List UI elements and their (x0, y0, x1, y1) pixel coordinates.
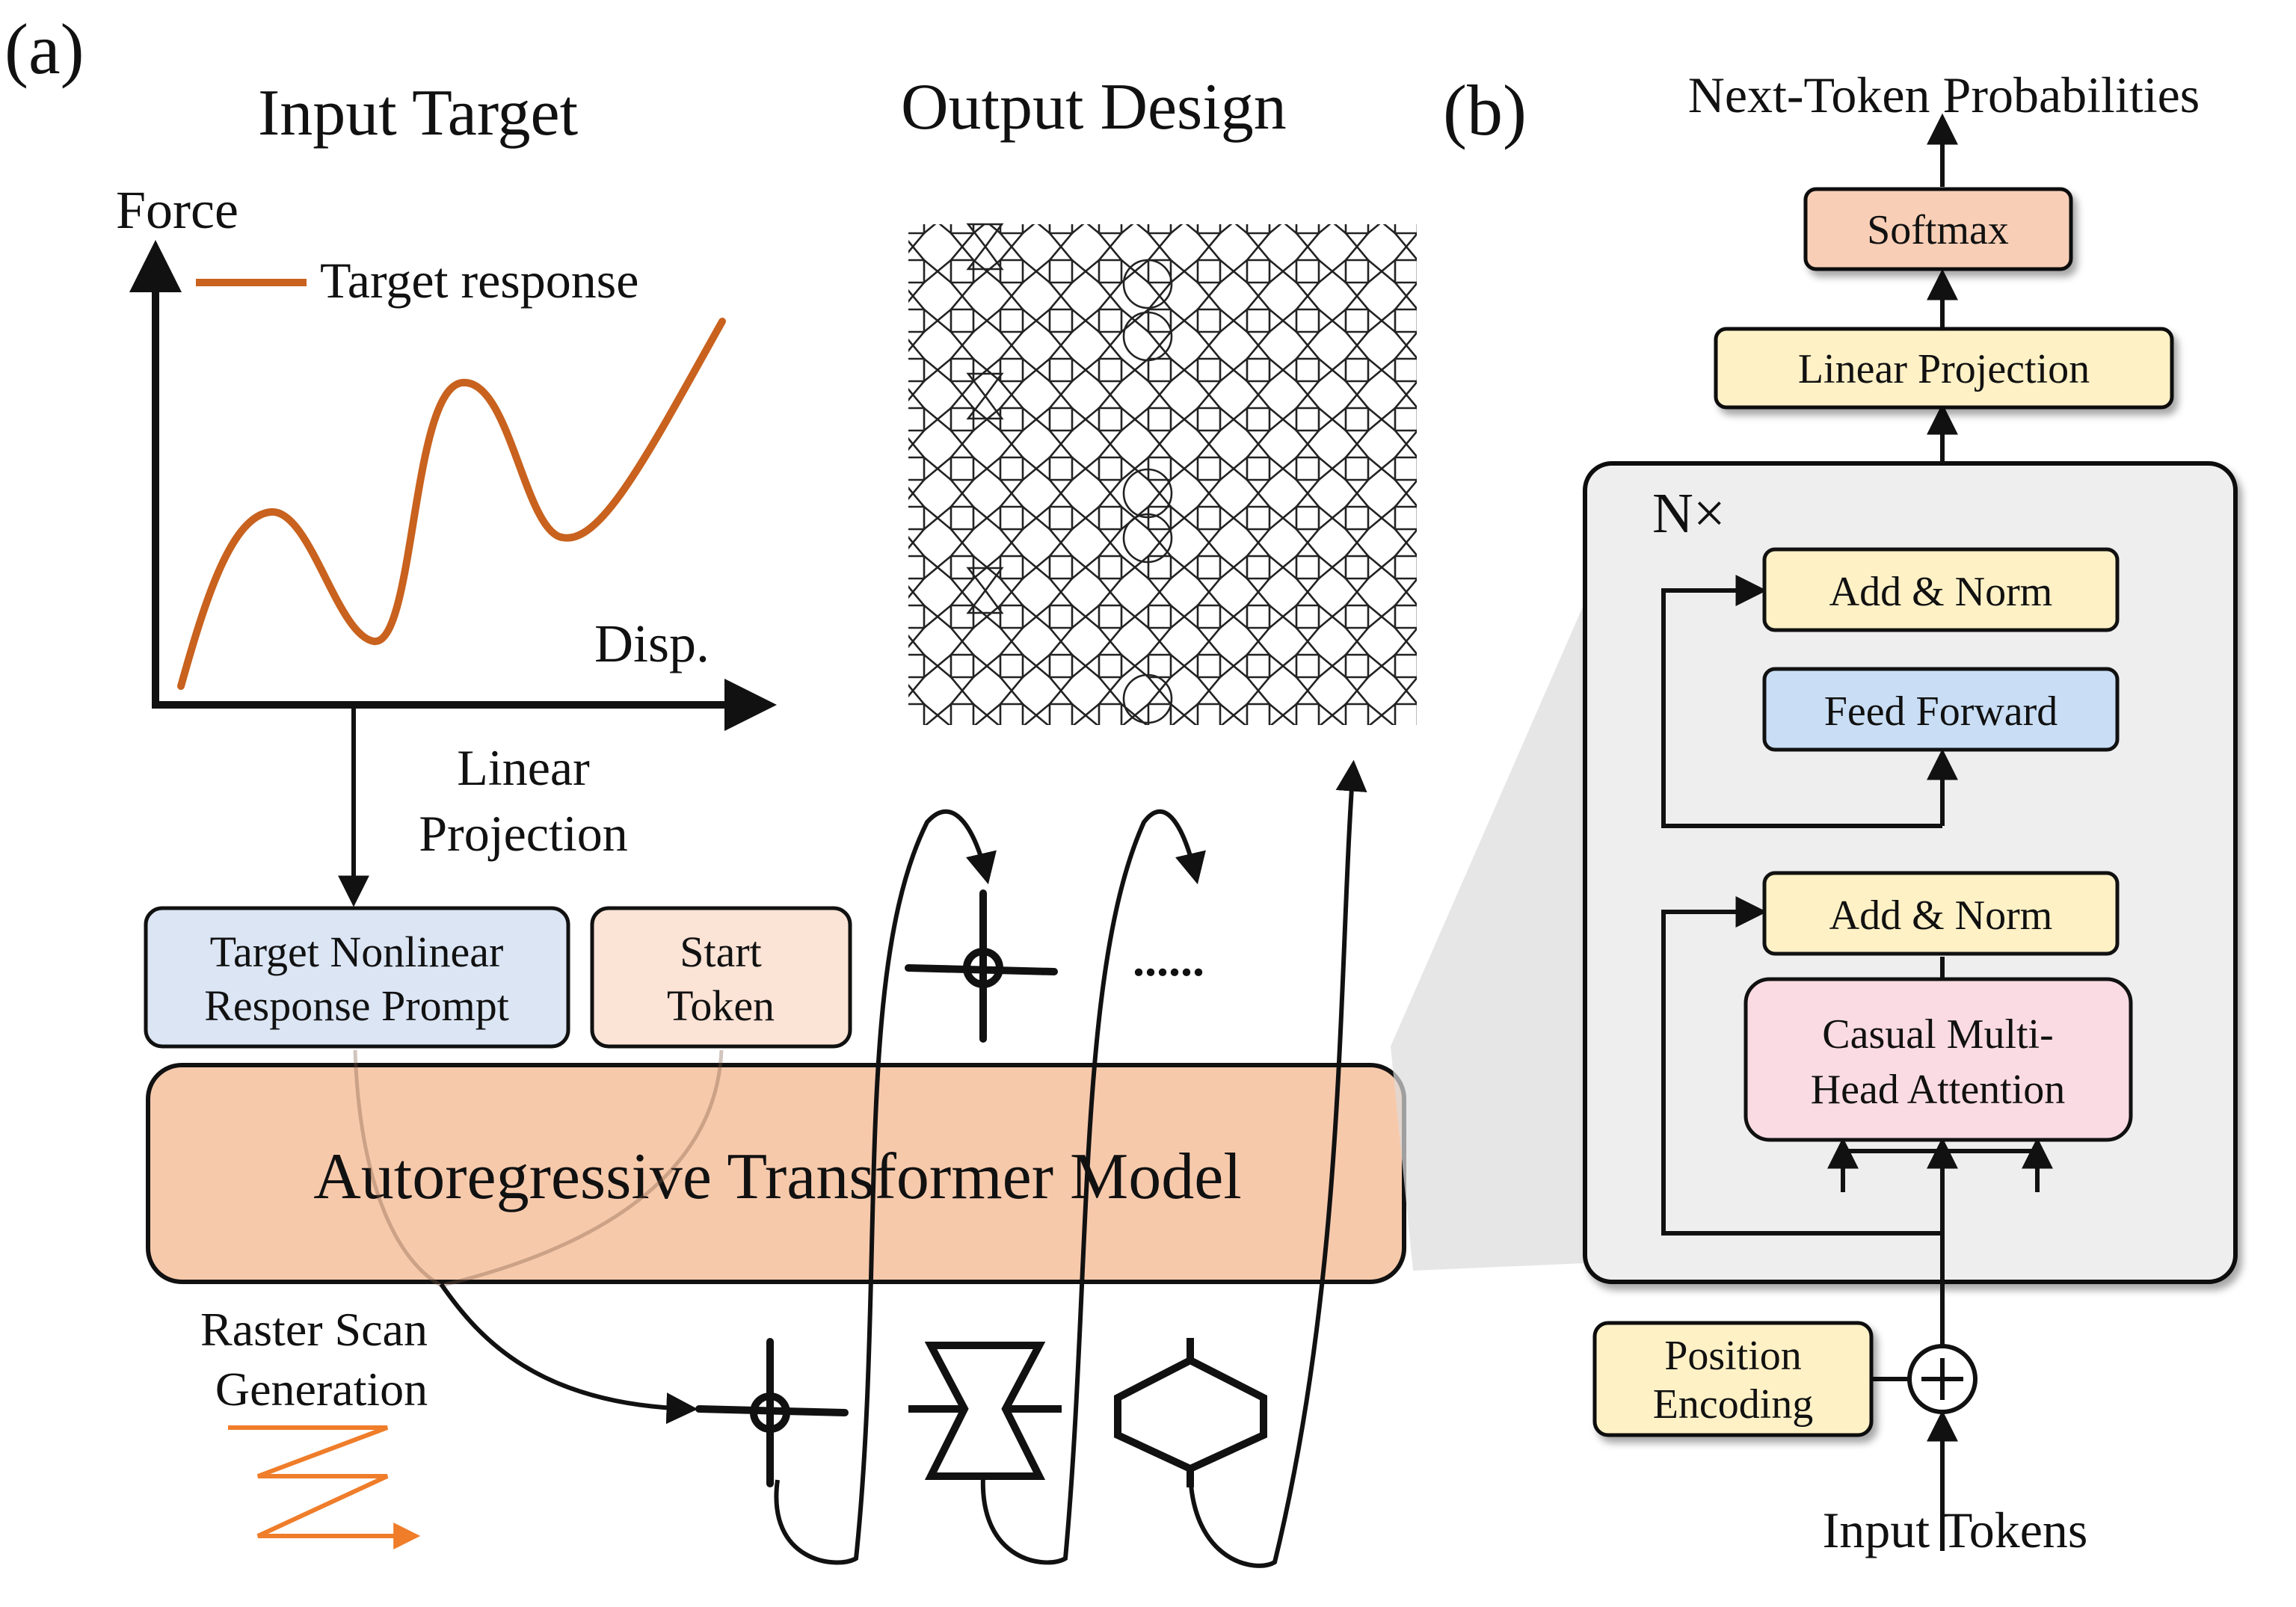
input-tokens-label: Input Tokens (1823, 1502, 2088, 1558)
attention-line2: Head Attention (1811, 1067, 2066, 1113)
add-norm-top-box: Add & Norm (1762, 547, 2120, 632)
start-token-box: Start Token (590, 906, 852, 1049)
token-glyph-hexagon (1114, 1338, 1267, 1487)
raster-scan-arrow (228, 1425, 421, 1549)
attention-line1: Casual Multi- (1822, 1011, 2054, 1058)
position-line1: Position (1664, 1333, 1802, 1379)
raster-line1: Raster Scan (200, 1303, 428, 1356)
start-line2: Token (667, 981, 775, 1030)
raster-line2: Generation (215, 1363, 428, 1416)
linear-projection-box: Linear Projection (1714, 327, 2174, 410)
output-design-lattice (908, 223, 1417, 725)
zoom-wedge (1391, 602, 1585, 1271)
repeat-label: N× (1652, 482, 1726, 545)
token-glyph-hinge-bottom (695, 1338, 849, 1487)
token-glyph-hinge-top (905, 889, 1058, 1043)
position-line2: Encoding (1653, 1381, 1814, 1428)
softmax-label: Softmax (1867, 207, 2009, 253)
prompt-line1: Target Nonlinear (210, 928, 504, 976)
add-norm-bottom-label: Add & Norm (1829, 892, 2053, 939)
panel-a-label: (a) (4, 9, 84, 89)
feed-forward-label: Feed Forward (1824, 688, 2058, 735)
token-glyph-hourglass (908, 1342, 1062, 1480)
y-axis-label: Force (116, 180, 238, 240)
input-target-title: Input Target (258, 77, 578, 149)
position-encoding-box: Position Encoding (1592, 1321, 1874, 1437)
attention-box: Casual Multi- Head Attention (1743, 977, 2133, 1142)
x-axis-label: Disp. (594, 614, 710, 673)
softmax-box: Softmax (1803, 187, 2073, 271)
autoregressive-model-box: Autoregressive Transformer Model (146, 1063, 1406, 1284)
generation-loop-arrows (439, 759, 1367, 1568)
add-icon (1907, 1344, 1978, 1414)
linear-projection-label: Linear Projection (1798, 346, 2090, 392)
feed-forward-box: Feed Forward (1762, 667, 2120, 752)
model-label: Autoregressive Transformer Model (313, 1141, 1242, 1213)
panel-b-label: (b) (1443, 70, 1527, 150)
add-norm-top-label: Add & Norm (1829, 569, 2053, 615)
ellipsis: ...... (1133, 933, 1204, 986)
target-response-curve (177, 318, 726, 690)
linear-projection-line1: Linear (457, 739, 590, 796)
add-norm-bottom-box: Add & Norm (1762, 871, 2120, 956)
prompt-box: Target Nonlinear Response Prompt (144, 906, 570, 1049)
legend-label: Target response (320, 252, 638, 309)
start-line1: Start (680, 928, 762, 976)
prompt-line2: Response Prompt (204, 981, 509, 1030)
output-design-title: Output Design (901, 71, 1287, 144)
force-displacement-plot: Force Disp. Target response (116, 180, 777, 731)
linear-projection-line2: Projection (419, 805, 628, 862)
next-token-label: Next-Token Probabilities (1688, 67, 2200, 123)
